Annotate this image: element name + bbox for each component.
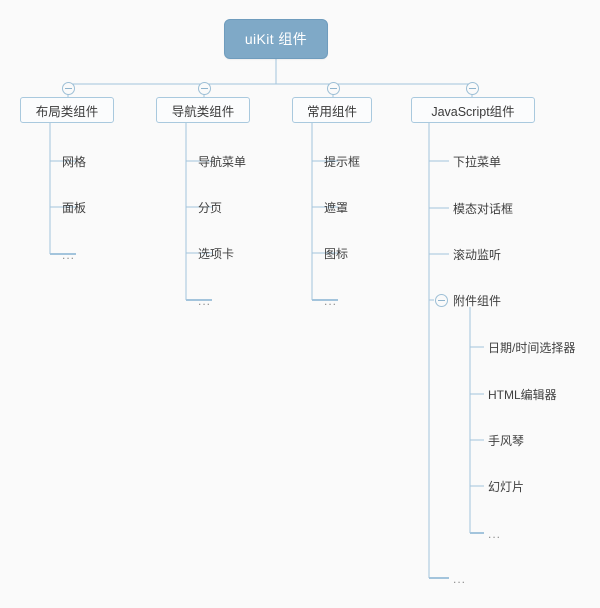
category-node-label: 常用组件	[306, 104, 357, 119]
leaf-node-3-0[interactable]: 下拉菜单	[453, 155, 502, 169]
toggle-layout-collapse-icon[interactable]	[62, 82, 75, 95]
category-node-1[interactable]: 导航类组件	[156, 97, 250, 123]
leaf-node-0-0[interactable]: 网格	[62, 155, 87, 169]
toggle-javascript-collapse-icon[interactable]	[466, 82, 479, 95]
leaf-node-0-2[interactable]: ...	[62, 248, 76, 262]
category-node-label: JavaScript组件	[431, 104, 515, 119]
category-node-3[interactable]: JavaScript组件	[411, 97, 535, 123]
toggle-addon-collapse-icon[interactable]	[435, 294, 448, 307]
sub-leaf-node-3-2[interactable]: 手风琴	[488, 434, 525, 448]
leaf-node-3-1[interactable]: 模态对话框	[453, 202, 514, 216]
category-node-0[interactable]: 布局类组件	[20, 97, 114, 123]
leaf-node-2-0[interactable]: 提示框	[324, 155, 361, 169]
category-node-label: 布局类组件	[35, 104, 99, 119]
leaf-node-3-4[interactable]: ...	[453, 572, 467, 586]
toggle-common-collapse-icon[interactable]	[327, 82, 340, 95]
category-node-label: 导航类组件	[171, 104, 235, 119]
sub-leaf-node-3-0[interactable]: 日期/时间选择器	[488, 341, 576, 355]
root-node[interactable]: uiKit 组件	[224, 19, 328, 59]
leaf-node-2-3[interactable]: ...	[324, 294, 338, 308]
sub-leaf-node-3-4[interactable]: ...	[488, 527, 502, 541]
leaf-node-2-1[interactable]: 遮罩	[324, 201, 349, 215]
leaf-node-1-1[interactable]: 分页	[198, 201, 223, 215]
sub-leaf-node-3-1[interactable]: HTML编辑器	[488, 388, 557, 402]
leaf-node-1-2[interactable]: 选项卡	[198, 247, 235, 261]
leaf-node-3-2[interactable]: 滚动监听	[453, 248, 502, 262]
root-node-label: uiKit 组件	[244, 31, 308, 47]
leaf-node-1-3[interactable]: ...	[198, 294, 212, 308]
leaf-node-0-1[interactable]: 面板	[62, 201, 87, 215]
category-node-2[interactable]: 常用组件	[292, 97, 372, 123]
toggle-nav-collapse-icon[interactable]	[198, 82, 211, 95]
sub-leaf-node-3-3[interactable]: 幻灯片	[488, 480, 525, 494]
leaf-node-1-0[interactable]: 导航菜单	[198, 155, 247, 169]
leaf-node-3-3[interactable]: 附件组件	[453, 294, 502, 308]
leaf-node-2-2[interactable]: 图标	[324, 247, 349, 261]
